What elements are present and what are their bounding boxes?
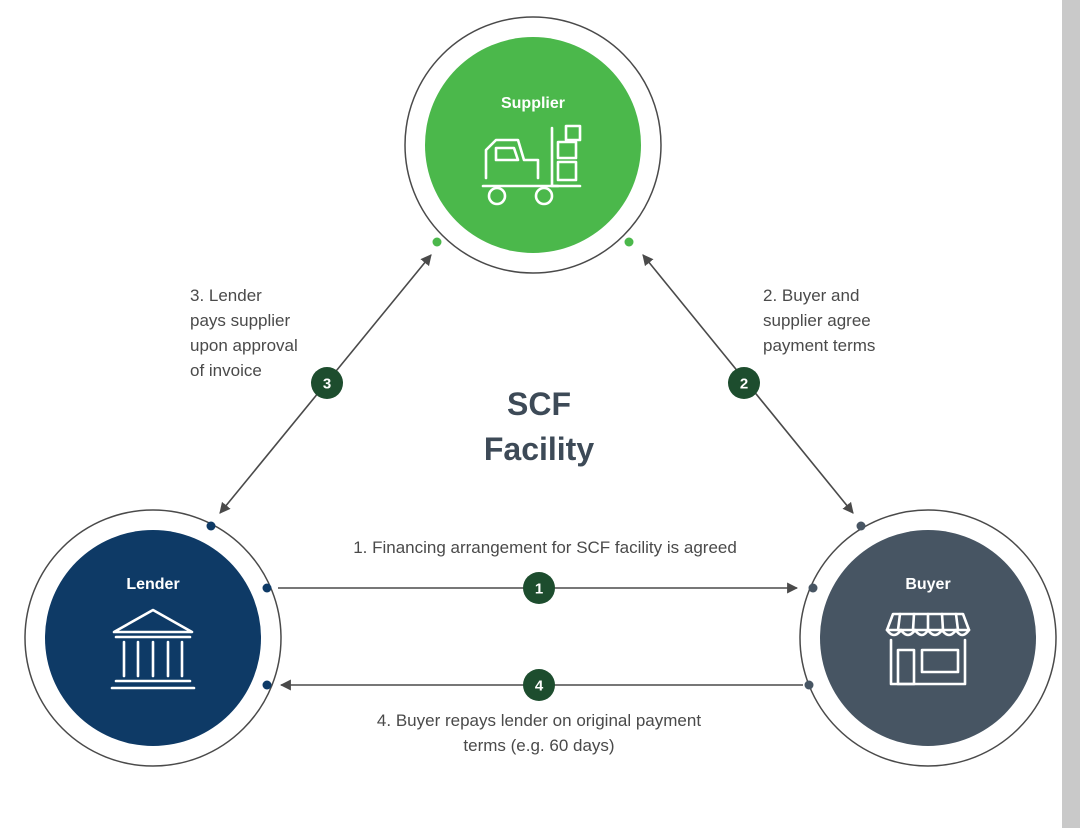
bank-icon	[110, 608, 196, 690]
step-1-caption: 1. Financing arrangement for SCF facilit…	[353, 538, 737, 557]
badge-step-3: 3	[311, 367, 343, 399]
badge-step-1-number: 1	[535, 581, 543, 598]
buyer-connector-low	[804, 680, 814, 690]
supplier-connector-left	[432, 237, 442, 247]
step-2-caption: 2. Buyer and supplier agree payment term…	[763, 286, 875, 355]
shop-icon	[885, 612, 971, 686]
supplier-node: Supplier	[404, 16, 662, 274]
forklift-icon	[481, 124, 582, 206]
step-2-caption-line-1: 2. Buyer and	[763, 286, 859, 305]
step-4-caption-line-1: 4. Buyer repays lender on original payme…	[377, 711, 701, 730]
step-3-caption-line-4: of invoice	[190, 361, 262, 380]
badge-step-2: 2	[728, 367, 760, 399]
supplier-circle	[425, 37, 641, 253]
step-3-caption-line-2: pays supplier	[190, 311, 291, 330]
badge-step-3-number: 3	[323, 376, 331, 393]
step-2-caption-line-2: supplier agree	[763, 311, 871, 330]
supplier-label: Supplier	[501, 95, 565, 112]
supplier-connector-right	[624, 237, 634, 247]
buyer-connector-mid	[808, 583, 818, 593]
step-4-caption-line-2: terms (e.g. 60 days)	[463, 736, 614, 755]
buyer-circle	[820, 530, 1036, 746]
badge-step-4-number: 4	[535, 678, 544, 695]
badge-step-1: 1	[523, 572, 555, 604]
step-3-caption-line-1: 3. Lender	[190, 286, 262, 305]
center-title-line-1: SCF	[507, 386, 571, 422]
center-title-line-2: Facility	[484, 431, 594, 467]
step-3-caption: 3. Lender pays supplier upon approval of…	[190, 286, 298, 380]
badge-step-4: 4	[523, 669, 555, 701]
buyer-node: Buyer	[799, 509, 1057, 767]
badge-step-2-number: 2	[740, 376, 748, 393]
step-4-caption: 4. Buyer repays lender on original payme…	[377, 711, 701, 755]
lender-connector-low	[262, 680, 272, 690]
lender-connector-mid	[262, 583, 272, 593]
buyer-connector-top	[856, 521, 866, 531]
step-2-caption-line-3: payment terms	[763, 336, 875, 355]
lender-label: Lender	[126, 576, 179, 593]
buyer-label: Buyer	[905, 576, 950, 593]
side-scroll-bar	[1062, 0, 1080, 828]
lender-node: Lender	[24, 509, 282, 767]
step-3-caption-line-3: upon approval	[190, 336, 298, 355]
lender-connector-top	[206, 521, 216, 531]
